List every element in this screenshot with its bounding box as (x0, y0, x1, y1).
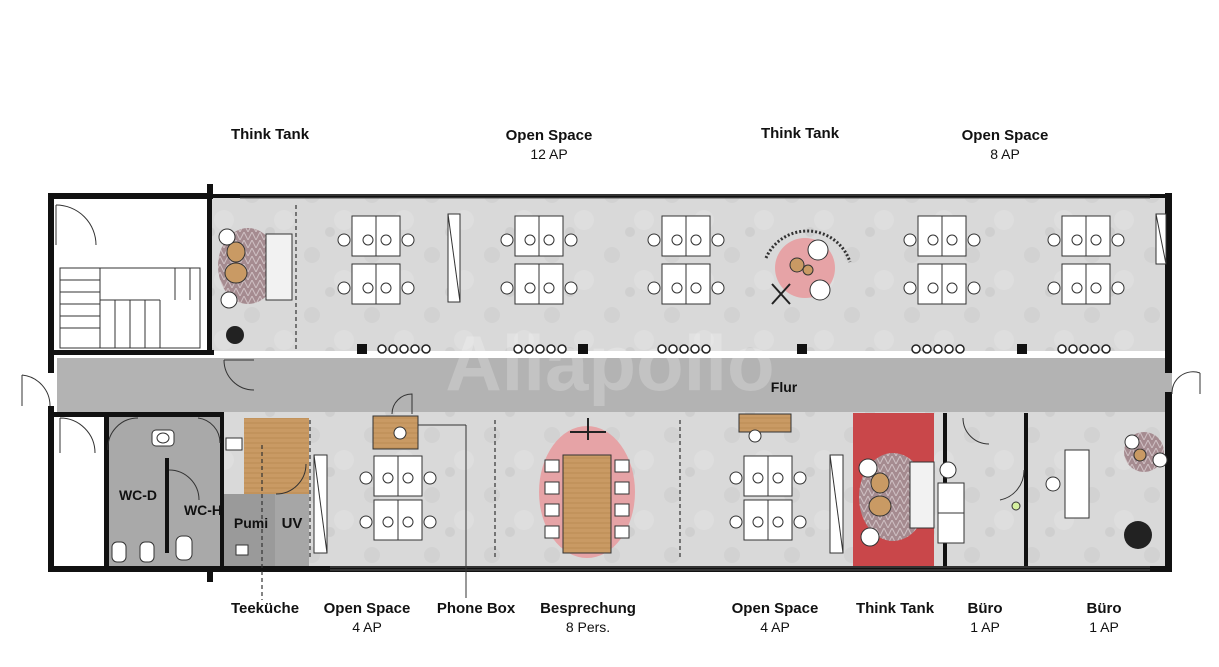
top-label-open-space-2: Open Space 8 AP (945, 127, 1065, 163)
desk-cluster-1 (337, 215, 415, 305)
desk-cluster-5 (1047, 215, 1125, 305)
doors (21, 359, 1201, 501)
planters-north (357, 344, 1111, 354)
wc-d-label: WC-D (119, 487, 157, 503)
desk-cluster-4 (903, 215, 981, 305)
corridor (57, 358, 1172, 412)
top-label-think-tank-2: Think Tank (740, 125, 860, 143)
windows (240, 194, 1150, 571)
pumi-label: Pumi (234, 515, 268, 531)
pumi-floor (224, 494, 275, 566)
watermark: Allapollo (445, 319, 774, 407)
label-name: Open Space (731, 600, 819, 617)
label-name: Büro (1086, 600, 1122, 617)
uv-label: UV (282, 515, 303, 532)
top-label-think-tank-1: Think Tank (210, 126, 330, 144)
cabinets-north (447, 213, 1167, 303)
office-2-furniture (1045, 432, 1168, 549)
bottom-label-think-tank: Think Tank (843, 600, 947, 618)
label-name: Phone Box (436, 600, 516, 617)
top-label-open-space-1: Open Space 12 AP (489, 127, 609, 163)
bottom-label-open-space-1: Open Space 4 AP (312, 600, 422, 636)
label-name: Think Tank (760, 125, 840, 142)
teekueche-floor (244, 418, 309, 494)
phone-box (372, 393, 419, 450)
bottom-label-buero-1: Büro 1 AP (950, 600, 1020, 636)
bottom-label-buero-2: Büro 1 AP (1069, 600, 1139, 636)
lounge-think-tank-west (218, 228, 293, 344)
uv-floor (275, 494, 309, 566)
bottom-label-phone-box: Phone Box (424, 600, 528, 618)
bottom-label-teekueche: Teeküche (215, 600, 315, 618)
label-name: Besprechung (540, 600, 636, 617)
meeting-room-table (539, 418, 635, 558)
label-name: Think Tank (230, 126, 310, 143)
label-capacity: 1 AP (1089, 619, 1119, 635)
label-capacity: 4 AP (760, 619, 790, 635)
label-capacity: 4 AP (352, 619, 382, 635)
label-name: Open Space (323, 600, 411, 617)
label-capacity: 8 Pers. (565, 619, 611, 635)
label-capacity: 1 AP (970, 619, 1000, 635)
desk-cluster-south-2 (729, 455, 807, 541)
label-name: Büro (967, 600, 1003, 617)
coffee-table-south (738, 413, 792, 443)
desk-cluster-south-1 (359, 455, 437, 541)
partitions (261, 205, 681, 600)
lounge-think-tank-red (858, 453, 935, 547)
lounge-think-tank-middle (764, 229, 852, 305)
office-1-furniture (937, 461, 1021, 544)
bottom-label-besprechung: Besprechung 8 Pers. (528, 600, 648, 636)
bottom-label-open-space-2: Open Space 4 AP (720, 600, 830, 636)
label-capacity: 12 AP (530, 146, 568, 162)
wc-h-label: WC-H (184, 502, 222, 518)
corridor-label: Flur (771, 379, 798, 395)
label-name: Open Space (961, 127, 1049, 144)
label-name: Teeküche (230, 600, 300, 617)
label-name: Think Tank (855, 600, 935, 617)
label-capacity: 8 AP (990, 146, 1020, 162)
sanitary-fixtures (111, 429, 249, 563)
stairwell (55, 204, 201, 349)
label-name: Open Space (505, 127, 593, 144)
desk-cluster-2 (500, 215, 578, 305)
cabinets-south (313, 454, 844, 554)
desk-cluster-3 (647, 215, 725, 305)
